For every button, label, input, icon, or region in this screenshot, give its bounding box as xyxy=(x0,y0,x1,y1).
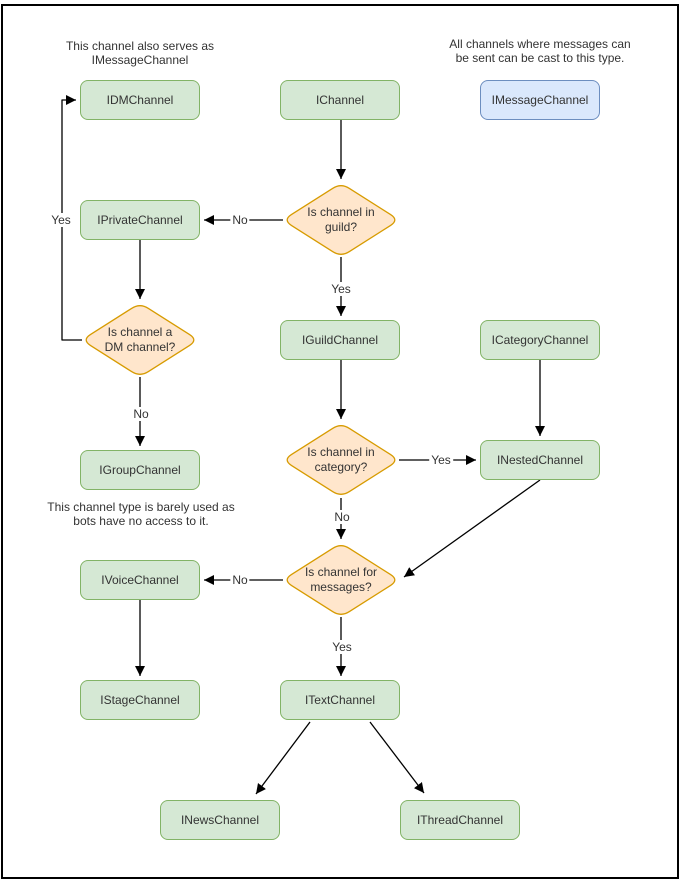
connector-itext-to-ithread xyxy=(369,721,425,794)
edge-label-category-yes: Yes xyxy=(429,453,453,467)
note-dm-channel: This channel also serves as IMessageChan… xyxy=(65,39,215,67)
node-ichannel: IChannel xyxy=(280,80,400,120)
edge-label-messages-yes: Yes xyxy=(330,640,354,654)
edge-label-guild-yes: Yes xyxy=(329,282,353,296)
note-message-channel: All channels where messages can be sent … xyxy=(449,37,631,65)
node-inestedchannel: INestedChannel xyxy=(480,440,600,480)
decision-for-messages-label: Is channel for messages? xyxy=(304,565,378,594)
node-idmchannel: IDMChannel xyxy=(80,80,200,120)
node-istagechannel: IStageChannel xyxy=(80,680,200,720)
node-iprivatechannel: IPrivateChannel xyxy=(80,200,200,240)
edge-label-guild-no: No xyxy=(230,213,250,227)
diagram-border xyxy=(1,4,679,879)
decision-in-guild-label: Is channel in guild? xyxy=(307,205,375,234)
note-group-channel: This channel type is barely used as bots… xyxy=(47,500,235,528)
node-ivoicechannel: IVoiceChannel xyxy=(80,560,200,600)
connector-inested-to-for-messages xyxy=(403,479,541,578)
decision-is-dm-label: Is channel a DM channel? xyxy=(104,325,176,354)
decision-in-category-label: Is channel in category? xyxy=(307,445,375,474)
edge-label-dm-no: No xyxy=(131,407,151,421)
node-icategorychannel: ICategoryChannel xyxy=(480,320,600,360)
node-imessagechannel: IMessageChannel xyxy=(480,80,600,120)
edge-label-category-no: No xyxy=(332,510,352,524)
node-igroupchannel: IGroupChannel xyxy=(80,450,200,490)
connector-itext-to-inews xyxy=(255,721,311,795)
node-itextchannel: ITextChannel xyxy=(280,680,400,720)
node-iguildchannel: IGuildChannel xyxy=(280,320,400,360)
node-ithreadchannel: IThreadChannel xyxy=(400,800,520,840)
edge-label-messages-no: No xyxy=(230,573,250,587)
edge-label-dm-yes: Yes xyxy=(49,213,73,227)
decision-shape-group xyxy=(85,185,396,615)
node-inewschannel: INewsChannel xyxy=(160,800,280,840)
